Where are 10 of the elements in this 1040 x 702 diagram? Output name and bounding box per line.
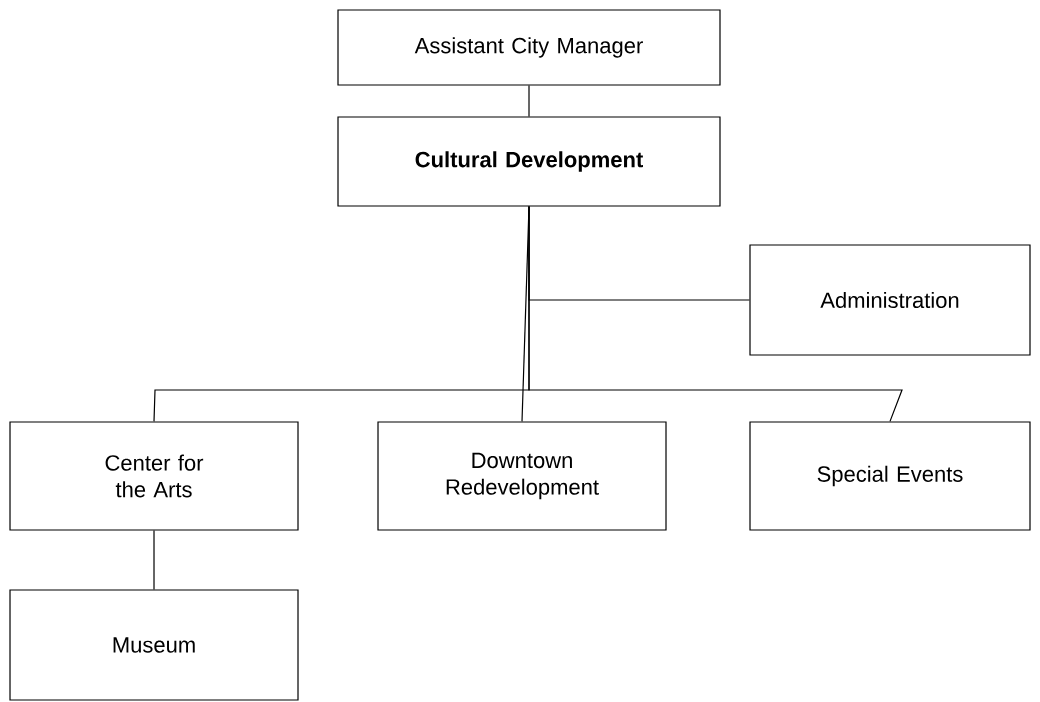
org-box: Special Events bbox=[749, 421, 1031, 531]
org-box: Museum bbox=[9, 589, 299, 701]
connector-line bbox=[528, 85, 530, 117]
org-box: Administration bbox=[749, 244, 1031, 356]
org-box: Cultural Development bbox=[337, 116, 721, 207]
org-box: Downtown Redevelopment bbox=[377, 421, 667, 531]
org-box: Center for the Arts bbox=[9, 421, 299, 531]
connector-line bbox=[153, 530, 155, 590]
connector-line bbox=[528, 206, 903, 422]
org-box: Assistant City Manager bbox=[337, 9, 721, 86]
